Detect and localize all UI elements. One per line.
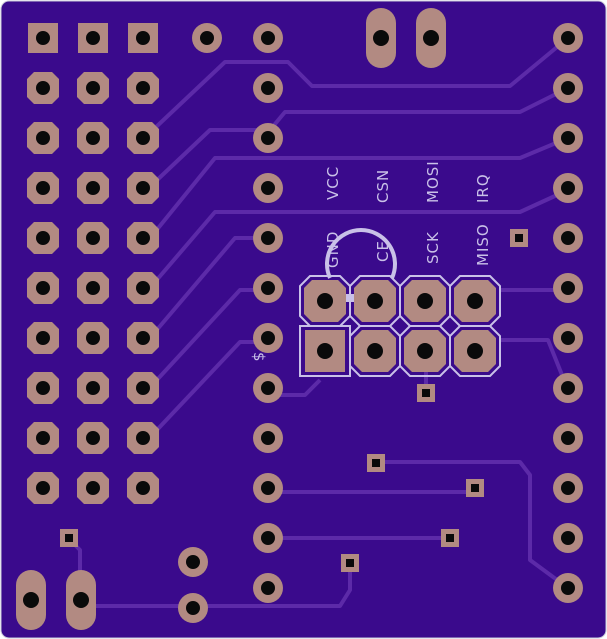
label-ce: CE — [374, 240, 392, 262]
drill-hole — [86, 231, 100, 245]
silk-dollar-mark: $ — [250, 352, 268, 363]
bottom-round-pads — [178, 547, 208, 623]
drill-hole — [86, 381, 100, 395]
drill-hole — [136, 331, 150, 345]
drill-hole — [261, 481, 275, 495]
drill-hole — [36, 381, 50, 395]
drill-hole — [36, 31, 50, 45]
drill-hole — [36, 181, 50, 195]
drill-hole — [261, 131, 275, 145]
label-miso: MISO — [474, 223, 492, 266]
drill-hole — [561, 331, 575, 345]
drill-hole — [561, 31, 575, 45]
drill-hole — [561, 581, 575, 595]
drill-hole — [261, 581, 275, 595]
trace — [153, 188, 569, 284]
drill-hole — [261, 281, 275, 295]
label-irq: IRQ — [474, 173, 492, 203]
drill-hole — [136, 281, 150, 295]
label-csn: CSN — [374, 169, 392, 203]
drill-hole — [561, 181, 575, 195]
trace — [153, 340, 255, 434]
trace — [153, 86, 569, 184]
drill-hole — [561, 431, 575, 445]
pin-matrix — [27, 23, 159, 504]
drill-hole — [86, 281, 100, 295]
standalone-pad — [192, 23, 222, 53]
drill-hole — [261, 181, 275, 195]
drill-hole — [36, 481, 50, 495]
bottom-oval-pads — [16, 570, 96, 630]
drill-hole — [136, 81, 150, 95]
trace — [500, 338, 570, 391]
drill-hole — [36, 231, 50, 245]
top-oval-pads — [366, 8, 446, 68]
trace — [153, 36, 570, 130]
drill-hole — [86, 81, 100, 95]
drill-hole — [261, 81, 275, 95]
drill-hole — [86, 331, 100, 345]
silk-arc — [325, 228, 397, 279]
drill-hole — [561, 131, 575, 145]
drill-hole — [561, 231, 575, 245]
drill-hole — [261, 531, 275, 545]
drill-hole — [36, 431, 50, 445]
trace — [195, 562, 352, 608]
drill-hole — [36, 281, 50, 295]
drill-hole — [136, 181, 150, 195]
drill-hole — [36, 81, 50, 95]
header-outline — [299, 275, 501, 377]
drill-hole — [261, 381, 275, 395]
drill-hole — [86, 481, 100, 495]
drill-hole — [36, 331, 50, 345]
drill-hole — [561, 531, 575, 545]
vias — [60, 229, 528, 572]
drill-hole — [261, 431, 275, 445]
nrf-header: GND VCC CE CSN SCK MOSI MISO IRQ — [299, 160, 501, 377]
middle-pin-column — [253, 23, 283, 603]
drill-hole — [86, 31, 100, 45]
traces — [68, 36, 570, 608]
drill-hole — [86, 181, 100, 195]
label-gnd: GND — [324, 231, 342, 268]
drill-hole — [561, 381, 575, 395]
right-pin-column — [553, 23, 583, 603]
label-sck: SCK — [424, 231, 442, 264]
trace — [376, 460, 570, 590]
drill-hole — [261, 31, 275, 45]
drill-hole — [136, 481, 150, 495]
drill-hole — [136, 31, 150, 45]
drill-hole — [136, 381, 150, 395]
drill-hole — [261, 331, 275, 345]
drill-hole — [136, 131, 150, 145]
drill-hole — [136, 231, 150, 245]
drill-hole — [86, 431, 100, 445]
label-vcc: VCC — [324, 166, 342, 200]
drill-hole — [561, 281, 575, 295]
label-mosi: MOSI — [424, 160, 442, 203]
drill-hole — [36, 131, 50, 145]
drill-hole — [561, 81, 575, 95]
drill-hole — [261, 231, 275, 245]
drill-hole — [561, 481, 575, 495]
drill-hole — [136, 431, 150, 445]
trace — [153, 136, 569, 234]
drill-hole — [86, 131, 100, 145]
